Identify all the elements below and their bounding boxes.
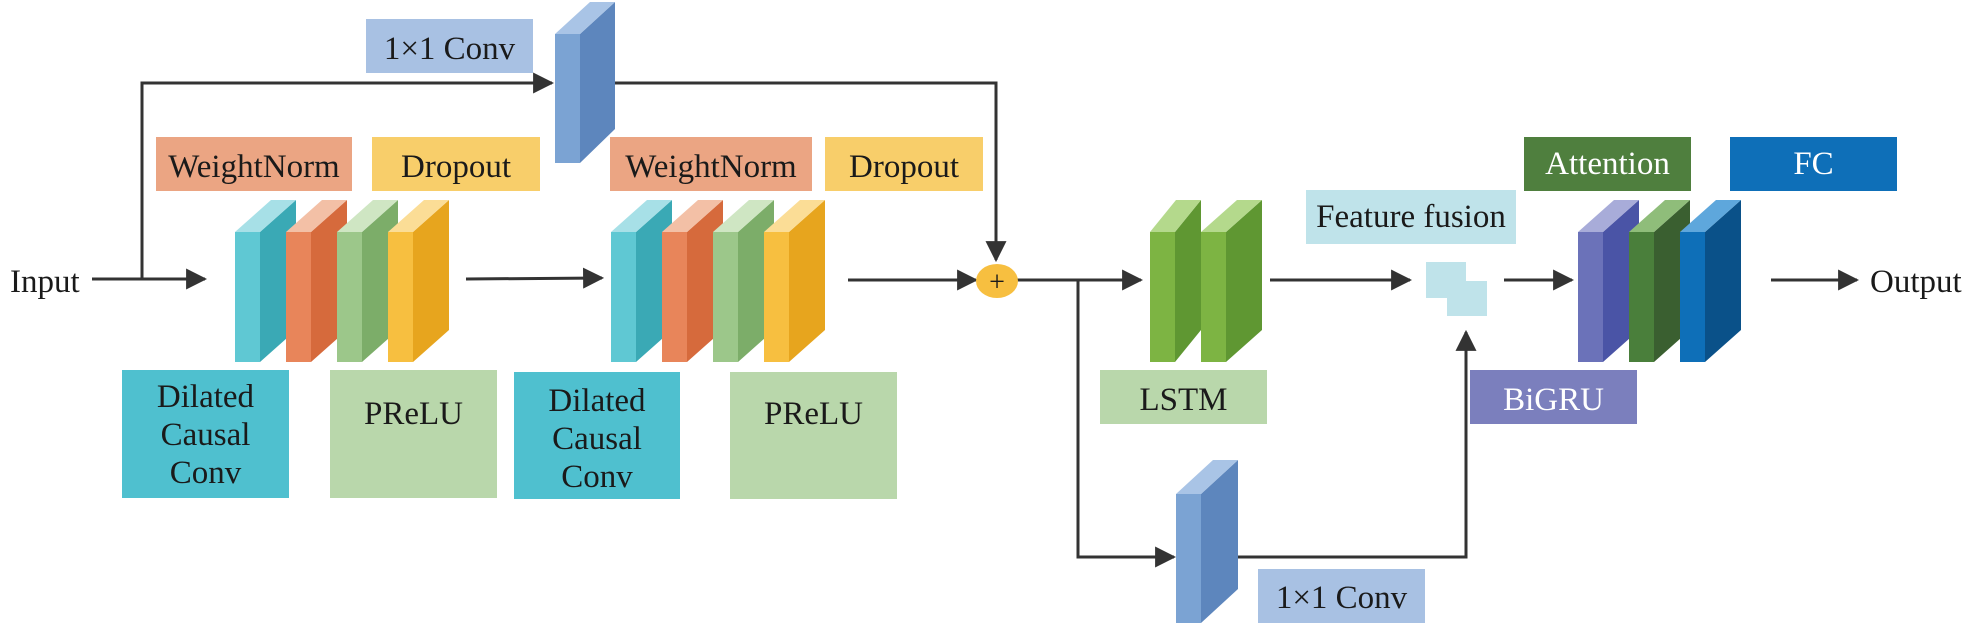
skip-path-top-right (615, 81, 1007, 263)
block1-dropout-side (413, 200, 449, 362)
lstm-layer1-front (1150, 232, 1175, 362)
attention-layer-top (1629, 200, 1690, 232)
block1-prelu-box (330, 370, 497, 498)
skip-conv-top-label-box (366, 19, 533, 73)
block1-weightnorm-label: WeightNorm (168, 149, 340, 185)
block2-dilated-line1: Dilated (548, 383, 646, 419)
lstm-layer2-side (1226, 200, 1262, 362)
fc-layer-front (1680, 232, 1705, 362)
block1-dilated-box (122, 370, 289, 498)
lstm-label-box (1100, 370, 1267, 424)
skip-conv-bottom-top (1176, 460, 1238, 494)
feature-fusion-square-2 (1447, 281, 1487, 316)
block2-dilated-line3: Conv (561, 459, 633, 495)
bigru-layer-front (1578, 232, 1603, 362)
skip-path-top-left (140, 72, 555, 279)
block1-dilated-line2: Causal (161, 417, 251, 453)
lstm-label: LSTM (1139, 382, 1227, 418)
block1-weightnorm-box (156, 137, 352, 191)
lstm-layers (1150, 200, 1262, 362)
bigru-label: BiGRU (1503, 382, 1604, 418)
bigru-layer-top (1578, 200, 1639, 232)
block1-prelu-top (337, 200, 398, 232)
feature-fusion-icon (1426, 262, 1487, 316)
block2-weightnorm-front (662, 232, 687, 362)
fc-layer-side (1705, 200, 1741, 362)
block2-dropout-side (789, 200, 825, 362)
feature-fusion-label: Feature fusion (1316, 199, 1506, 235)
block2-dilated-line2: Causal (552, 421, 642, 457)
block2-weightnorm-box (610, 137, 812, 191)
add-node (976, 264, 1018, 298)
input-label: Input (10, 264, 80, 300)
block1-dilated-line3: Conv (170, 455, 242, 491)
lstm-layer2-top (1201, 200, 1262, 232)
block2-dropout-box (825, 137, 983, 191)
block1-conv-top (235, 200, 296, 232)
block2-prelu-top (713, 200, 774, 232)
block1-dropout-label: Dropout (401, 149, 511, 185)
output-layers (1578, 200, 1741, 362)
lstm-layer2-front (1201, 232, 1226, 362)
block1-prelu-label: PReLU (364, 396, 463, 432)
block1-dilated-line1: Dilated (157, 379, 255, 415)
skip-conv-bottom-label-box (1258, 569, 1425, 623)
lstm-layer1-top (1150, 200, 1201, 232)
block2-dropout-front (764, 232, 789, 362)
skip-conv-bottom-side (1201, 460, 1238, 623)
block2-prelu-box (730, 372, 897, 499)
output-label: Output (1870, 264, 1962, 300)
block2-dilated-box (514, 372, 680, 499)
branch-to-bottom-conv (1076, 280, 1177, 568)
skip-conv-top (555, 2, 615, 163)
lstm-layer1-side (1175, 200, 1201, 362)
fc-layer-top (1680, 200, 1741, 232)
block-link-arrow (465, 267, 605, 289)
block2-weightnorm-top (662, 200, 723, 232)
skip-conv-bottom (1176, 460, 1238, 623)
block1-conv-front (235, 232, 260, 362)
block2-conv-top (611, 200, 672, 232)
skip-conv-top-top (555, 2, 615, 34)
skip-conv-bottom-label: 1×1 Conv (1276, 580, 1408, 616)
skip-conv-top-front (555, 34, 580, 163)
feature-fusion-label-box (1306, 190, 1516, 244)
block2-dropout-top (764, 200, 825, 232)
skip-conv-bottom-front (1176, 494, 1201, 623)
block1-dropout-box (372, 137, 540, 191)
fc-label-box (1730, 137, 1897, 191)
block2-layers (611, 200, 825, 362)
attention-label: Attention (1545, 146, 1670, 182)
block1-layers (235, 200, 449, 362)
block1-prelu-front (337, 232, 362, 362)
block2-prelu-front (713, 232, 738, 362)
skip-conv-top-side (580, 2, 615, 163)
fc-label: FC (1793, 146, 1833, 182)
bigru-label-box (1470, 370, 1637, 424)
block1-weightnorm-front (286, 232, 311, 362)
block2-conv-front (611, 232, 636, 362)
block1-weightnorm-top (286, 200, 347, 232)
block2-prelu-label: PReLU (764, 396, 863, 432)
block2-weightnorm-label: WeightNorm (625, 149, 797, 185)
connections (92, 72, 1860, 568)
skip-conv-top-label: 1×1 Conv (384, 31, 516, 67)
block2-dropout-label: Dropout (849, 149, 959, 185)
attention-label-box (1524, 137, 1691, 191)
block1-dropout-top (388, 200, 449, 232)
add-node-symbol: + (989, 267, 1005, 298)
block1-dropout-front (388, 232, 413, 362)
attention-layer-front (1629, 232, 1654, 362)
bottom-conv-to-fusion (1238, 329, 1477, 559)
